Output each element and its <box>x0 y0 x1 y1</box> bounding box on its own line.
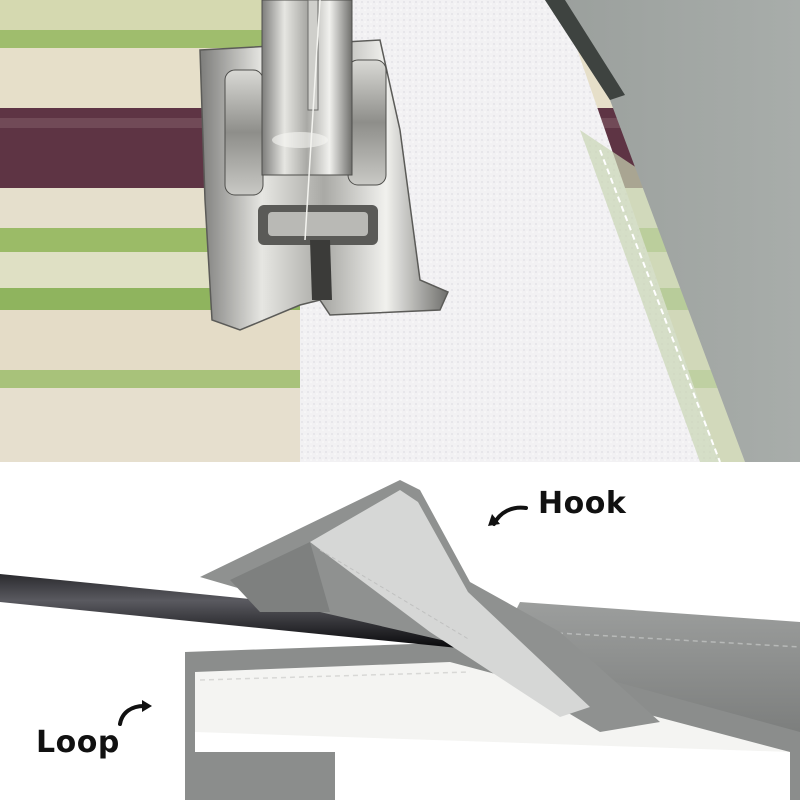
sewing-machine-body <box>545 0 800 462</box>
curved-arrow-icon <box>488 505 528 526</box>
thread <box>304 0 321 241</box>
stitch-line <box>599 149 721 462</box>
sewing-photo-panel <box>0 0 800 462</box>
loop-tape <box>300 0 720 462</box>
sewing-photo <box>0 0 800 462</box>
loop-label: Loop <box>36 725 120 760</box>
hook-loop-photo <box>0 480 800 800</box>
hook-tape <box>310 490 590 717</box>
presser-foot <box>199 0 449 331</box>
black-rod <box>0 574 480 650</box>
curved-arrow-icon <box>118 700 152 726</box>
hook-label: Hook <box>538 486 627 521</box>
hook-flap <box>200 480 660 732</box>
hook-loop-photo-panel <box>0 462 800 800</box>
